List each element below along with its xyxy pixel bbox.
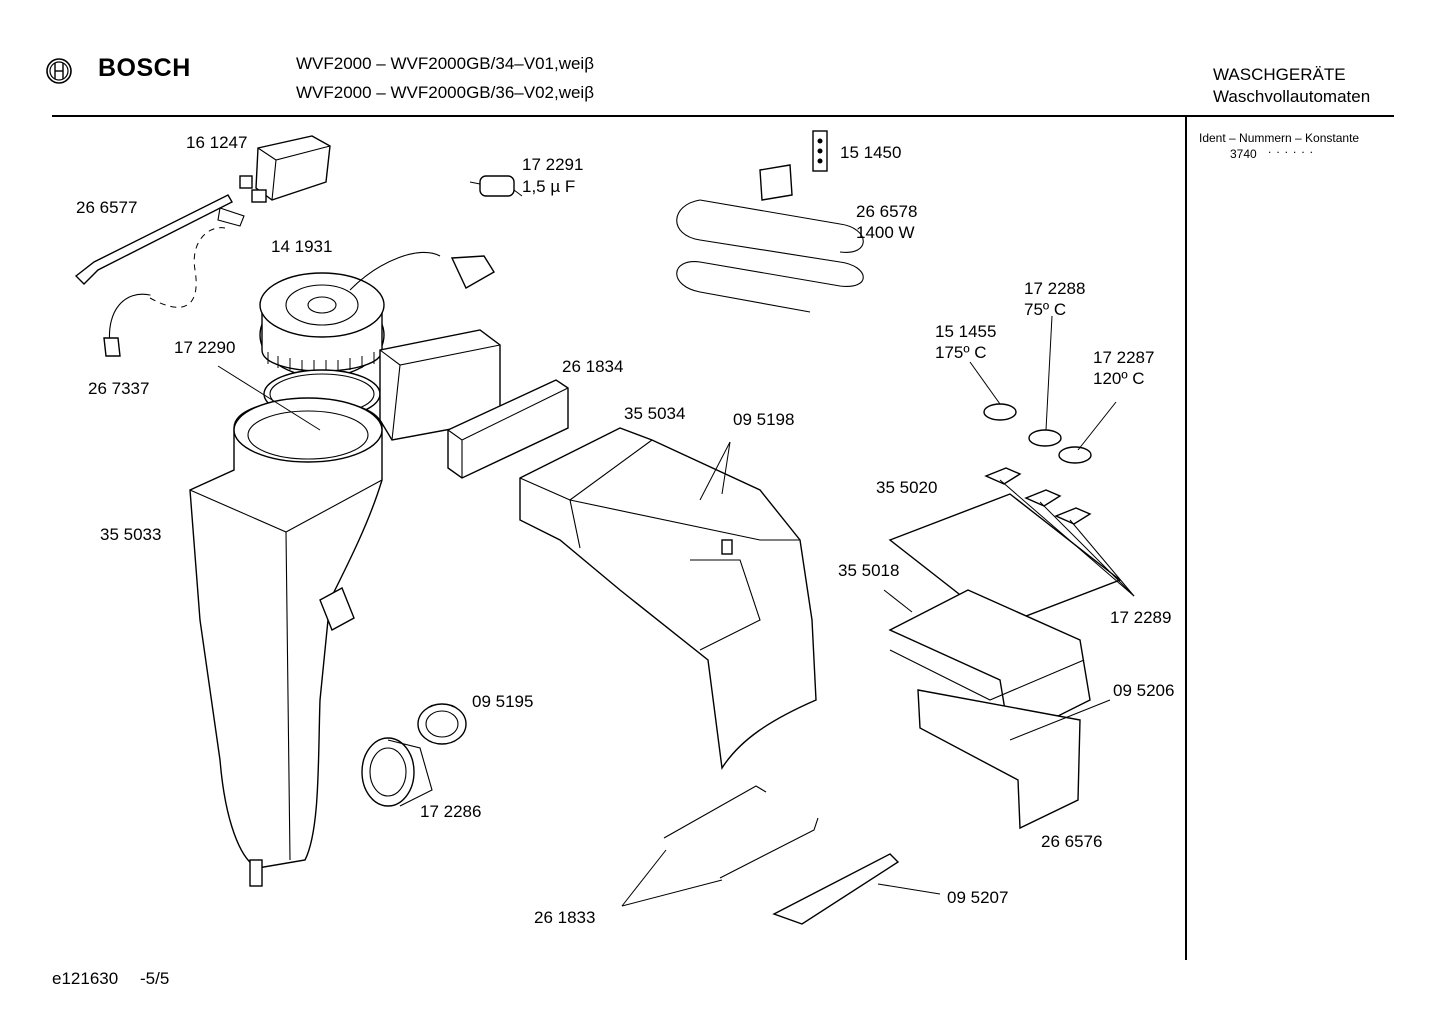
part-355033-drawing bbox=[189, 397, 383, 887]
part-label-172291: 17 2291 bbox=[522, 155, 584, 174]
bosch-armature-icon bbox=[44, 56, 74, 86]
ident-dots: ...... bbox=[1268, 142, 1319, 156]
category-subtitle: Waschvollautomaten bbox=[1213, 87, 1371, 106]
part-label-267337: 26 7337 bbox=[88, 379, 150, 398]
part-label-172288-temp: 75º C bbox=[1024, 300, 1067, 319]
brand-name: BOSCH bbox=[98, 54, 191, 82]
part-label-261833: 26 1833 bbox=[534, 908, 596, 927]
part-label-095198: 09 5198 bbox=[733, 410, 795, 429]
part-label-355020: 35 5020 bbox=[876, 478, 938, 497]
part-label-172291-capacity: 1,5 µ F bbox=[522, 177, 576, 196]
part-label-151455: 15 1455 bbox=[935, 322, 997, 341]
part-label-172286: 17 2286 bbox=[420, 802, 482, 821]
part-label-095207: 09 5207 bbox=[947, 888, 1009, 907]
leader-lines bbox=[217, 315, 1135, 907]
part-label-266576: 26 6576 bbox=[1041, 832, 1103, 851]
part-261834-drawing bbox=[447, 379, 569, 479]
ident-constant: 3740 bbox=[1230, 147, 1257, 161]
part-label-095206: 09 5206 bbox=[1113, 681, 1175, 700]
part-label-266578: 26 6578 bbox=[856, 202, 918, 221]
part-label-172287-temp: 120º C bbox=[1093, 369, 1145, 388]
part-141931-drawing bbox=[259, 251, 495, 378]
part-label-141931: 14 1931 bbox=[271, 237, 333, 256]
part-355034-drawing bbox=[519, 427, 817, 770]
part-172289-gaskets bbox=[984, 467, 1092, 525]
part-label-355033: 35 5033 bbox=[100, 525, 162, 544]
part-label-172289: 17 2289 bbox=[1110, 608, 1172, 627]
model-line-2: WVF2000 – WVF2000GB/36–V02,weiβ bbox=[296, 83, 594, 102]
category-title: WASCHGERÄTE bbox=[1213, 65, 1346, 84]
part-095195-drawing bbox=[417, 703, 467, 745]
part-label-266578-power: 1400 W bbox=[856, 223, 915, 242]
part-label-172290: 17 2290 bbox=[174, 338, 236, 357]
part-label-261834: 26 1834 bbox=[562, 357, 624, 376]
ident-title: Ident – Nummern – Konstante bbox=[1199, 131, 1360, 145]
part-267337-drawing bbox=[103, 227, 226, 357]
part-label-151450: 15 1450 bbox=[840, 143, 902, 162]
part-172291-drawing bbox=[469, 175, 523, 197]
part-label-161247: 16 1247 bbox=[186, 133, 248, 152]
part-label-172288: 17 2288 bbox=[1024, 279, 1086, 298]
part-161247-drawing bbox=[239, 135, 331, 203]
part-label-266577: 26 6577 bbox=[76, 198, 138, 217]
duct-drawing bbox=[379, 329, 501, 441]
model-line-1: WVF2000 – WVF2000GB/34–V01,weiβ bbox=[296, 54, 594, 73]
part-label-172287: 17 2287 bbox=[1093, 348, 1155, 367]
drawing-id: e121630 bbox=[52, 969, 119, 988]
part-label-095195: 09 5195 bbox=[472, 692, 534, 711]
part-151450-drawing bbox=[812, 130, 828, 172]
part-label-355018: 35 5018 bbox=[838, 561, 900, 580]
part-172286-drawing bbox=[361, 737, 433, 807]
part-label-151455-temp: 175º C bbox=[935, 343, 987, 362]
part-261833-drawing bbox=[663, 785, 819, 879]
part-355018-drawing bbox=[888, 589, 1091, 742]
part-095207-drawing bbox=[772, 853, 900, 925]
page-number: -5/5 bbox=[140, 969, 170, 988]
part-label-355034: 35 5034 bbox=[624, 404, 686, 423]
thermostats-drawing bbox=[983, 403, 1092, 464]
part-266577-drawing bbox=[74, 194, 245, 285]
part-266578-drawing bbox=[676, 164, 864, 313]
part-266576-drawing bbox=[917, 689, 1081, 830]
